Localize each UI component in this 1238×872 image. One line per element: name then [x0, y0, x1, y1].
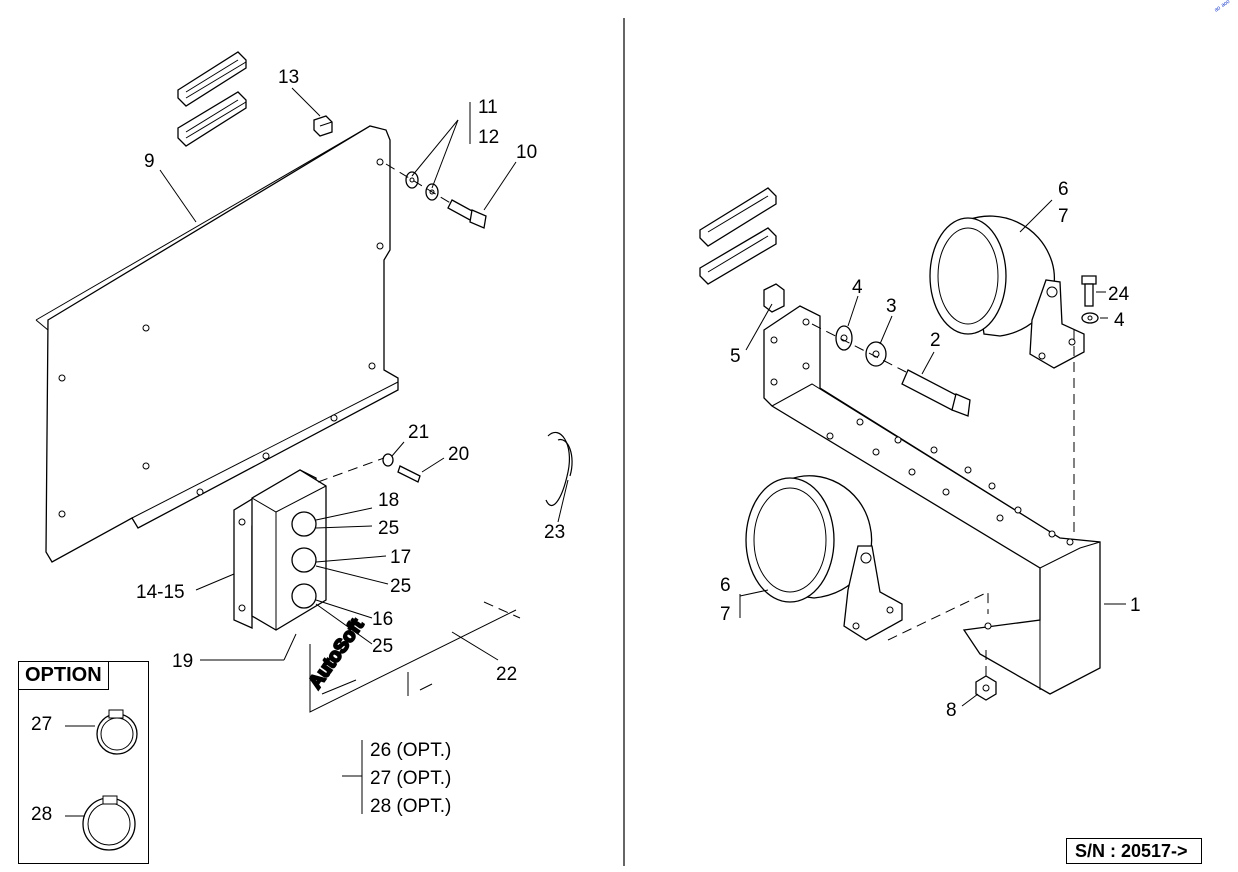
cable-tie-23	[545, 431, 573, 507]
rubber-strip-lower	[177, 91, 247, 147]
callout-5: 5	[730, 346, 741, 367]
callouts: 13 11 12 10 9 21 20 18 25 23 17 25 14-15…	[136, 67, 1141, 817]
callout-25c: 25	[372, 636, 393, 657]
mounting-plate-9	[35, 125, 399, 563]
rubber-strip-right-upper	[699, 187, 777, 247]
switch-17	[291, 547, 317, 573]
switch-18	[291, 511, 317, 537]
callout-4-left: 4	[852, 277, 863, 298]
washer-4-right	[1081, 312, 1099, 324]
callout-25b: 25	[390, 576, 411, 597]
switch-box	[251, 469, 327, 631]
leader-lines-right	[739, 199, 1126, 707]
callout-6-top: 6	[1058, 179, 1069, 200]
nut-13	[313, 115, 333, 137]
callout-27: 27 (OPT.)	[370, 768, 451, 789]
callout-9: 9	[144, 151, 155, 172]
rubber-strip-upper	[177, 51, 247, 107]
callout-7-bottom: 7	[720, 604, 731, 625]
callout-26: 26 (OPT.)	[370, 740, 451, 761]
callout-4-right: 4	[1114, 310, 1125, 331]
option-clamps	[65, 709, 138, 851]
serial-number: S/N : 20517->	[1066, 838, 1202, 864]
nut-5	[763, 283, 785, 313]
washer-3	[865, 341, 887, 367]
bolt-10	[447, 199, 487, 229]
callout-17: 17	[390, 547, 411, 568]
callout-20: 20	[448, 444, 469, 465]
washer-11	[405, 171, 419, 189]
option-item-28: 28	[31, 804, 53, 825]
harness-22	[309, 601, 521, 713]
option-item-27: 27	[31, 714, 53, 735]
callout-13: 13	[278, 67, 299, 88]
callout-23: 23	[544, 522, 565, 543]
nut-8	[975, 675, 997, 701]
leader-lines-left	[159, 87, 569, 814]
callout-18: 18	[378, 490, 399, 511]
callout-3: 3	[886, 296, 897, 317]
callout-28: 28 (OPT.)	[370, 796, 451, 817]
callout-11: 11	[478, 97, 498, 118]
callout-8: 8	[946, 700, 957, 721]
screw-20	[397, 465, 421, 483]
callout-19: 19	[172, 651, 193, 672]
work-lamp-lower	[745, 475, 903, 641]
callout-25a: 25	[378, 518, 399, 539]
callout-24: 24	[1108, 284, 1130, 305]
callout-21: 21	[408, 422, 429, 443]
callout-10: 10	[516, 142, 537, 163]
callout-1: 1	[1130, 595, 1141, 616]
callout-16: 16	[372, 609, 393, 630]
hose-clamp-28	[65, 795, 136, 851]
washer-4	[835, 325, 853, 351]
callout-14-15: 14-15	[136, 582, 185, 603]
bolt-2	[901, 369, 971, 417]
callout-2: 2	[930, 330, 941, 351]
hose-clamp-27	[65, 709, 138, 755]
watermark: AutoSoft	[304, 613, 370, 693]
work-lamp-upper	[929, 215, 1085, 369]
callout-6-bottom: 6	[720, 575, 731, 596]
callout-7-top: 7	[1058, 206, 1069, 227]
option-box: OPTION 27 28	[18, 661, 149, 864]
callout-22: 22	[496, 664, 517, 685]
option-title: OPTION	[19, 662, 109, 690]
switch-16	[291, 583, 317, 609]
svg-text:AutoSoft: AutoSoft	[305, 615, 369, 693]
callout-12: 12	[478, 127, 499, 148]
lamp-bracket-1	[763, 305, 1101, 695]
rubber-strip-right-lower	[699, 227, 777, 285]
washer-21	[382, 453, 394, 467]
bolt-24	[1081, 275, 1097, 307]
